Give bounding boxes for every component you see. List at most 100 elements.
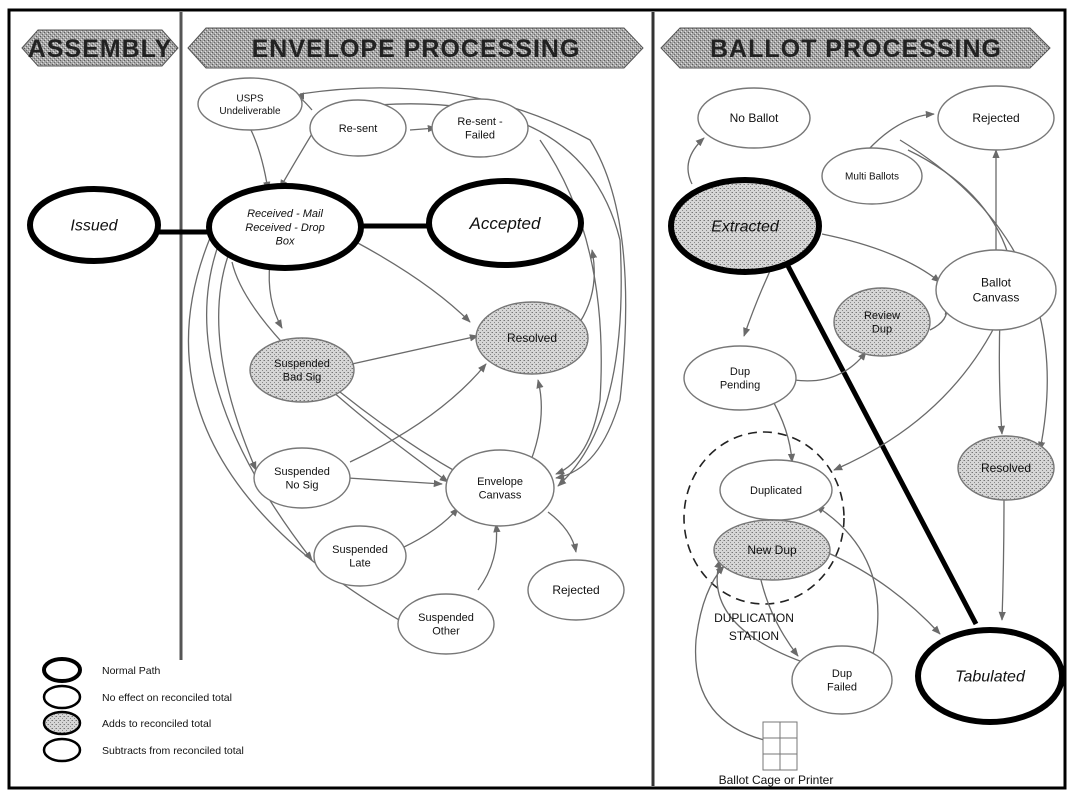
node-susp-late-label: Suspended	[332, 544, 388, 556]
node-susp-bad-sig-label: Suspended	[274, 358, 330, 370]
duplication-station-label-line2: STATION	[729, 629, 779, 643]
node-usps-shape	[197, 77, 303, 131]
node-dup-pending-label: Pending	[720, 380, 760, 392]
node-usps-label: USPS	[236, 93, 264, 104]
node-dup-failed-label: Failed	[827, 682, 857, 694]
assembly-title: ASSEMBLY	[28, 35, 173, 63]
node-rejected-env: Rejected	[527, 559, 625, 621]
node-rejected-env-label: Rejected	[552, 583, 599, 597]
node-susp-no-sig-label: No Sig	[285, 480, 318, 492]
legend-label-adds: Adds to reconciled total	[102, 718, 211, 730]
node-dup-pending-shape	[683, 345, 797, 411]
node-resent-shape	[309, 99, 407, 157]
legend-swatch-adds	[42, 710, 82, 736]
node-susp-no-sig-shape	[253, 447, 351, 509]
node-multi-ballots-shape	[821, 147, 923, 205]
node-ballot-canvass-label: Canvass	[973, 291, 1020, 305]
node-susp-other-label: Other	[432, 626, 460, 638]
node-resent-failed-label: Failed	[465, 130, 495, 142]
node-resolved-env-shape	[475, 301, 589, 375]
ballot-cage-icon	[762, 721, 798, 771]
node-dup-pending-label: Dup	[730, 366, 750, 378]
node-accepted-label: Accepted	[469, 214, 541, 233]
node-extracted-label: Extracted	[711, 219, 780, 236]
node-resolved-ballot: Resolved	[957, 435, 1055, 501]
node-review-dup-label: Review	[864, 310, 900, 322]
outer-frame	[7, 8, 1067, 790]
assembly-header: ASSEMBLY	[21, 29, 179, 67]
node-ballot-canvass-label: Ballot	[981, 276, 1012, 290]
node-susp-bad-sig-label: Bad Sig	[283, 372, 322, 384]
node-usps: USPS Undeliverable	[197, 77, 303, 131]
node-no-ballot-shape	[697, 87, 811, 149]
node-rejected-ballot-label: Rejected	[972, 111, 1019, 125]
node-extracted-shape	[668, 177, 822, 275]
node-extracted: Extracted	[668, 177, 822, 275]
node-usps-label: Undeliverable	[219, 106, 281, 117]
ballot-title: BALLOT PROCESSING	[710, 35, 1002, 63]
node-rejected-env-shape	[527, 559, 625, 621]
node-tabulated-shape	[915, 627, 1065, 725]
node-susp-bad-sig-shape	[249, 337, 355, 403]
node-new-dup: New Dup	[713, 519, 831, 581]
node-dup-failed-label: Dup	[832, 668, 852, 680]
envelope-header: ENVELOPE PROCESSING	[187, 27, 644, 69]
node-resolved-ballot-shape	[957, 435, 1055, 501]
node-susp-late-shape	[313, 525, 407, 587]
node-susp-late-label: Late	[349, 558, 370, 570]
node-resolved-env: Resolved	[475, 301, 589, 375]
node-resent-failed-shape	[431, 98, 529, 158]
node-dup-failed-shape	[791, 645, 893, 715]
node-review-dup-label: Dup	[872, 324, 892, 336]
node-issued-label: Issued	[70, 218, 118, 235]
node-multi-ballots-label: Multi Ballots	[845, 172, 899, 183]
node-envelope-canvass-label: Envelope	[477, 476, 523, 488]
envelope-title: ENVELOPE PROCESSING	[252, 35, 581, 63]
node-susp-no-sig-label: Suspended	[274, 466, 330, 478]
node-accepted: Accepted	[426, 178, 584, 268]
node-susp-other-shape	[397, 593, 495, 655]
node-received-label: Received - Mail	[247, 208, 323, 220]
legend-swatch-none	[42, 684, 82, 710]
node-no-ballot: No Ballot	[697, 87, 811, 149]
node-resent-label: Re-sent	[339, 123, 378, 135]
node-received-label: Box	[276, 236, 295, 248]
node-new-dup-label: New Dup	[747, 543, 797, 557]
node-duplicated-label: Duplicated	[750, 485, 802, 497]
duplication-station-boundary	[683, 431, 845, 605]
node-duplicated: Duplicated	[719, 459, 833, 521]
node-issued: Issued	[27, 186, 161, 264]
node-no-ballot-label: No Ballot	[730, 111, 779, 125]
node-resent-failed-label: Re-sent -	[457, 116, 503, 128]
node-review-dup-shape	[833, 287, 931, 357]
ballot-cage-label: Ballot Cage or Printer	[719, 773, 834, 787]
node-susp-no-sig: Suspended No Sig	[253, 447, 351, 509]
node-resolved-ballot-label: Resolved	[981, 461, 1031, 475]
legend-label-normal: Normal Path	[102, 665, 161, 677]
legend-label-none: No effect on reconciled total	[102, 692, 232, 704]
node-received-shape	[206, 183, 364, 271]
node-rejected-ballot-shape	[937, 85, 1055, 151]
node-received-label: Received - Drop	[245, 222, 324, 234]
legend-label-subtracts: Subtracts from reconciled total	[102, 745, 244, 757]
node-resent-failed: Re-sent - Failed	[431, 98, 529, 158]
node-resent: Re-sent	[309, 99, 407, 157]
legend-swatch-subtracts	[42, 737, 82, 763]
legend: Normal Path No effect on reconciled total…	[42, 657, 244, 763]
node-ballot-canvass-shape	[935, 249, 1057, 331]
node-accepted-shape	[426, 178, 584, 268]
ballot-header: BALLOT PROCESSING	[660, 27, 1051, 69]
node-tabulated: Tabulated	[915, 627, 1065, 725]
node-multi-ballots: Multi Ballots	[821, 147, 923, 205]
